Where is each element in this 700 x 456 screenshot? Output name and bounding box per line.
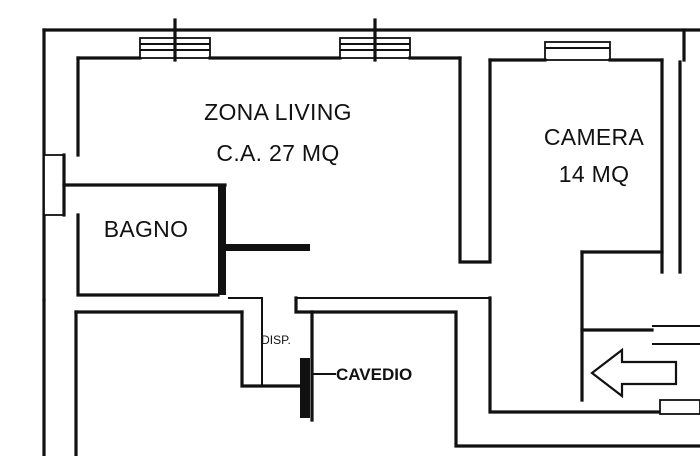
outer-walls (42, 28, 700, 456)
camera-room-name: CAMERA (544, 124, 645, 150)
bagno-walls (62, 183, 310, 297)
living-room-name: ZONA LIVING (204, 99, 352, 125)
camera-room-area: 14 MQ (559, 161, 630, 187)
arrow-left-icon (590, 347, 678, 399)
camera-partition (458, 28, 686, 274)
cavedio-label: CAVEDIO (336, 365, 412, 384)
living-room-area: C.A. 27 MQ (216, 140, 339, 166)
left-window (43, 154, 65, 216)
entrance-walls (580, 250, 700, 415)
top-windows (139, 18, 664, 62)
disp-label: DISP. (261, 333, 291, 347)
disp-walls (228, 296, 700, 448)
bagno-room-name: BAGNO (104, 216, 189, 242)
